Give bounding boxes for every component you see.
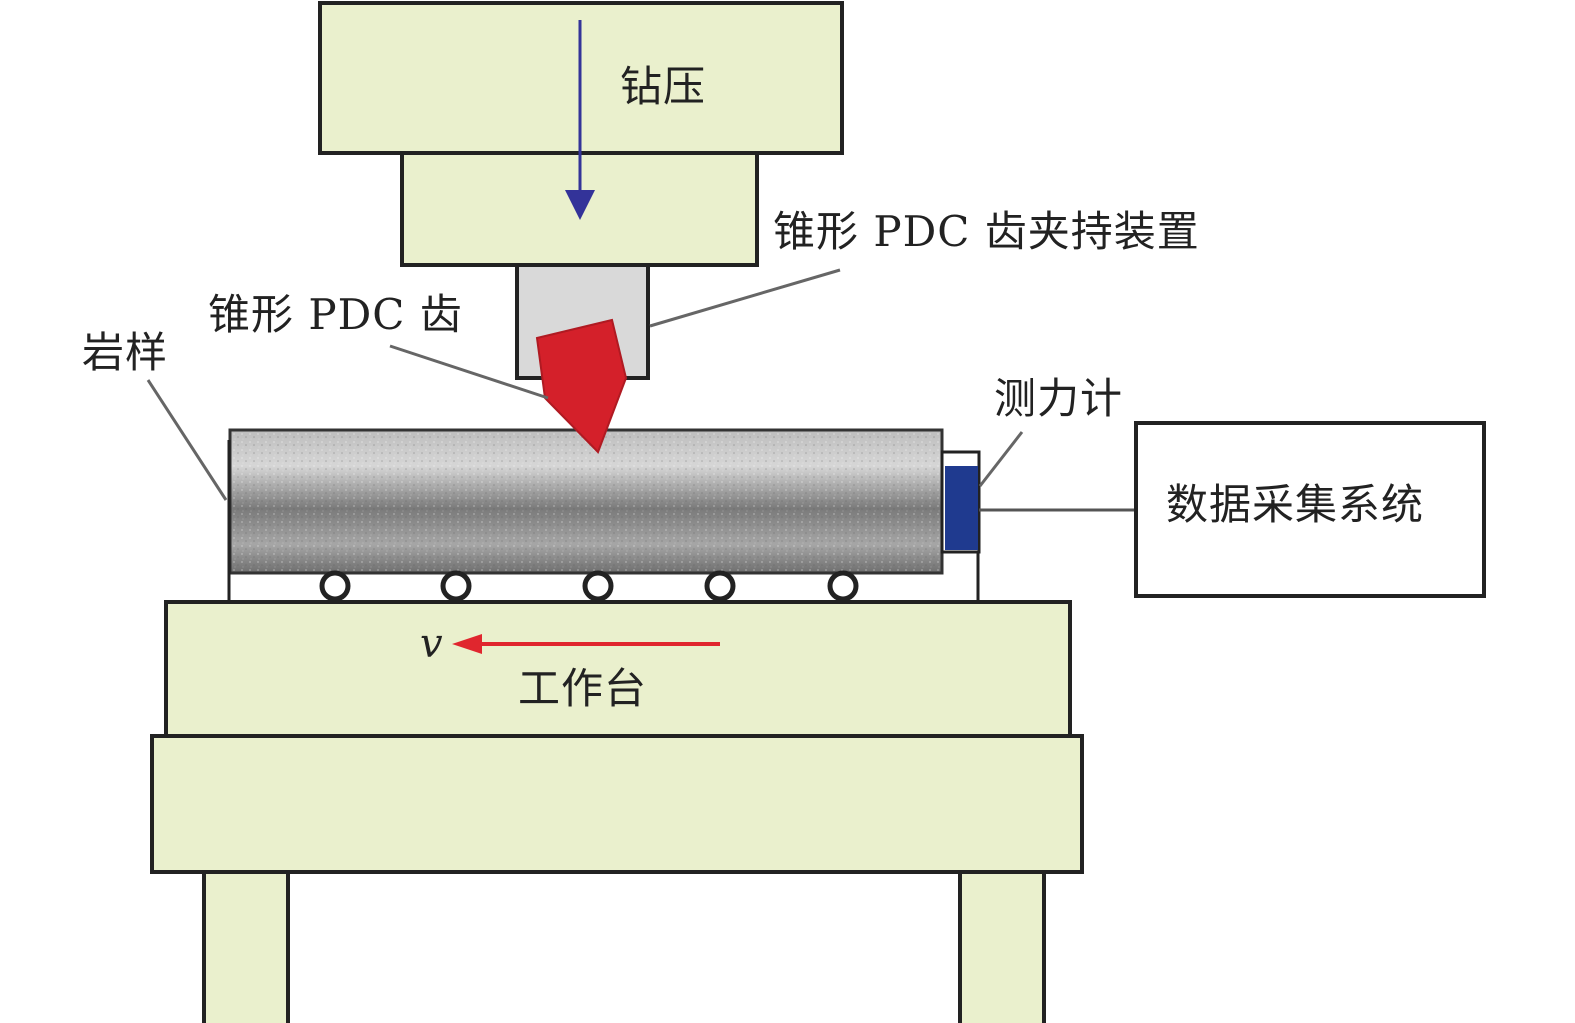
label-daq: 数据采集系统 [1166, 480, 1425, 529]
daq-box [1134, 421, 1486, 598]
label-holder: 锥形 PDC 齿夹持装置 [773, 207, 1200, 256]
pdc-cutter [535, 318, 628, 454]
worktable-base [150, 734, 1084, 874]
rollers [319, 570, 859, 602]
table-leg-right [958, 870, 1046, 1023]
label-rock-sample: 岩样 [82, 328, 169, 377]
table-leg-left [202, 870, 290, 1023]
label-cutter: 锥形 PDC 齿 [208, 290, 463, 339]
label-dynamometer: 测力计 [994, 374, 1124, 423]
dynamometer-sensor [945, 466, 978, 550]
roller [704, 570, 736, 602]
velocity-arrow-head [452, 634, 482, 654]
roller [319, 570, 351, 602]
worktable-top [164, 600, 1072, 738]
rock-sample-texture [232, 432, 940, 571]
roller [827, 570, 859, 602]
label-velocity: v [420, 621, 444, 667]
leader-line-cutter [389, 344, 549, 400]
roller [582, 570, 614, 602]
leader-line-holder [649, 268, 841, 328]
leader-line-rock [146, 379, 228, 501]
roller [440, 570, 472, 602]
label-press: 钻压 [620, 62, 707, 111]
label-worktable: 工作台 [518, 664, 648, 713]
leader-line-dynamometer [978, 431, 1024, 487]
